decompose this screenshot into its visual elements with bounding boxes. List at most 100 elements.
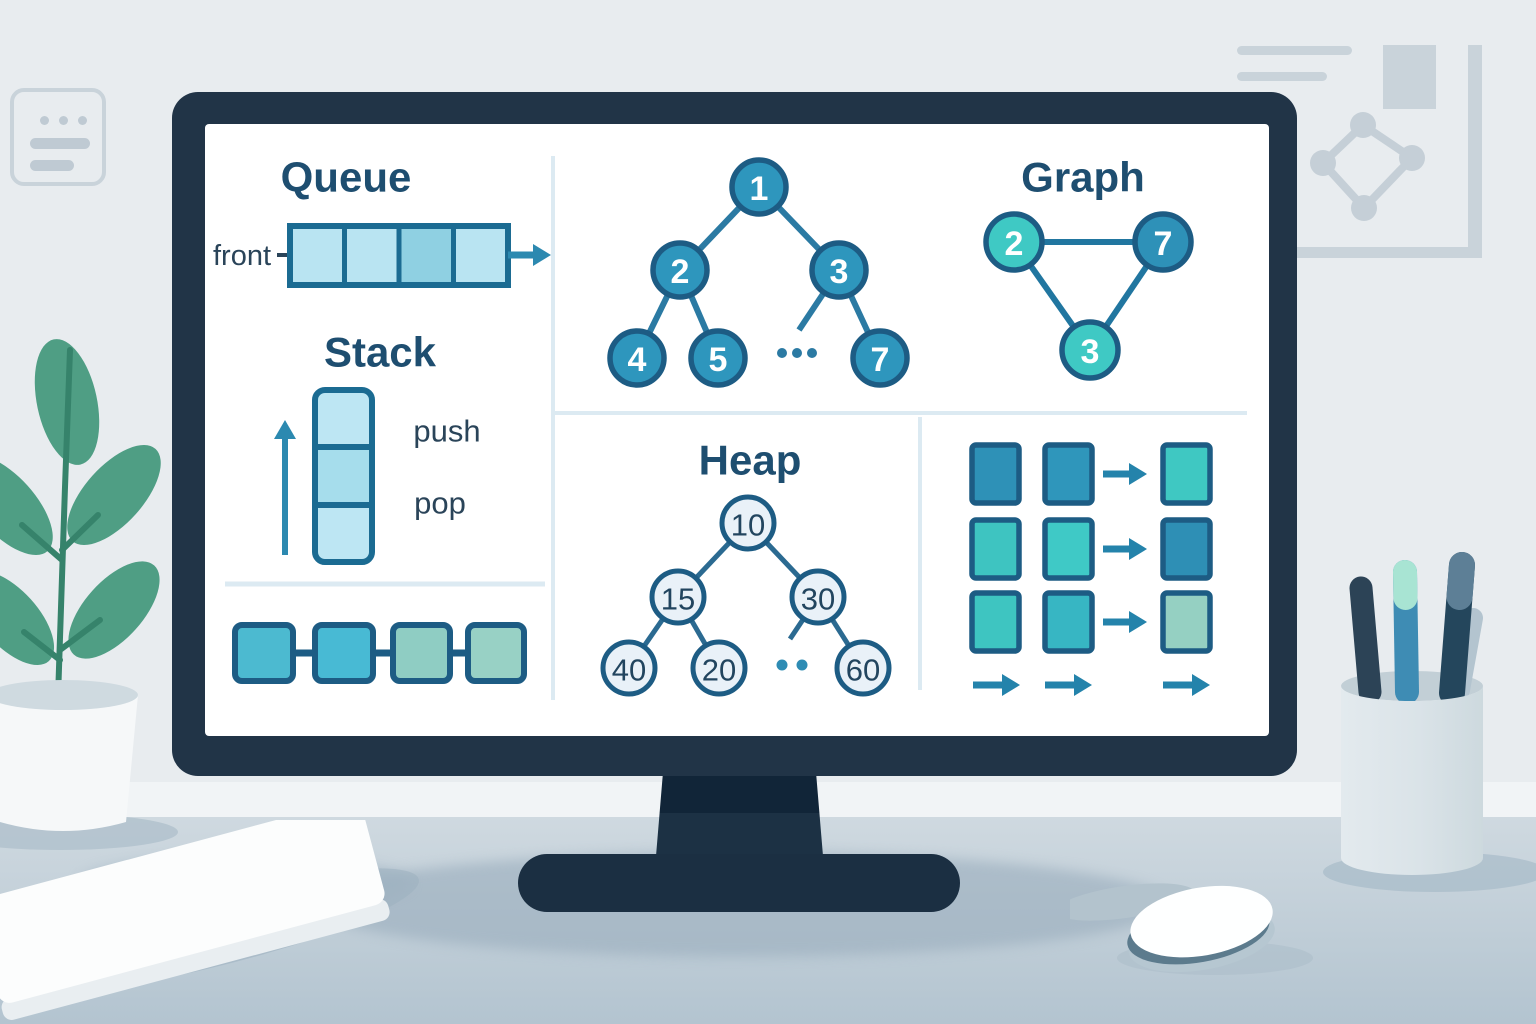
heap-node-label: 15 — [661, 582, 695, 617]
transform-arrows — [973, 463, 1210, 696]
monitor-screen: Queue front — [205, 124, 1269, 736]
screen-diagrams: Queue front — [213, 154, 1247, 700]
grid-cell — [1160, 590, 1213, 654]
graph-node — [983, 211, 1045, 273]
poster-line — [1237, 46, 1352, 55]
stack-push-label: push — [413, 414, 480, 449]
stack-section: Stack push pop — [274, 329, 481, 565]
arrow-right-icon — [1103, 463, 1147, 485]
arrow-right-icon — [973, 674, 1020, 696]
pen-blue-tip — [1393, 560, 1418, 610]
plant-stems — [19, 347, 103, 701]
stack-title: Stack — [324, 329, 437, 376]
heap-title: Heap — [699, 437, 802, 484]
tree-node-label: 1 — [750, 170, 769, 208]
graph-node-label: 7 — [1154, 225, 1173, 263]
plant-leaf — [68, 561, 160, 659]
queue-cell-separators — [342, 226, 456, 285]
graph-title: Graph — [1021, 154, 1145, 201]
linked-list-cells — [232, 622, 527, 684]
note-dot — [78, 116, 87, 125]
tree-node — [729, 157, 789, 217]
heap-node-label: 30 — [801, 582, 835, 617]
heap-node-label: 60 — [846, 653, 880, 688]
grid-cell — [969, 590, 1022, 654]
monitor-stand-base — [518, 854, 960, 912]
tree-node — [607, 328, 667, 388]
sticky-note-icon — [10, 88, 106, 186]
heap-node-label: 40 — [612, 653, 646, 688]
pot-rim — [0, 680, 138, 710]
pen-cup — [1323, 552, 1536, 892]
monitor: Queue front — [172, 92, 1297, 776]
graph-section: Graph 2 7 3 — [983, 154, 1194, 381]
queue-cell-highlight — [399, 226, 454, 285]
heap-nodes — [600, 494, 892, 697]
graph-node-labels: 2 7 3 — [1005, 225, 1173, 371]
heap-node — [690, 639, 748, 697]
note-line — [30, 160, 74, 171]
arrow-right-icon — [1045, 674, 1092, 696]
grid-cell — [1042, 517, 1095, 581]
tree-node — [850, 328, 910, 388]
heap-node — [600, 639, 658, 697]
heap-node — [834, 639, 892, 697]
note-dot — [59, 116, 68, 125]
linked-list-section — [232, 622, 527, 684]
grid-cell — [1042, 590, 1095, 654]
note-dot — [40, 116, 49, 125]
mouse — [1070, 883, 1313, 975]
stack-pop-label: pop — [414, 486, 466, 521]
heap-node-label: 20 — [702, 653, 736, 688]
list-cell — [390, 622, 453, 684]
plant — [0, 339, 178, 850]
tree-node — [809, 240, 869, 300]
tree-node-label: 4 — [628, 341, 647, 379]
cup-body — [1341, 686, 1483, 875]
arrow-right-icon — [1103, 538, 1147, 560]
tree-node-label: 2 — [671, 253, 690, 291]
heap-node-labels: 10 15 30 40 20 60 — [612, 508, 880, 688]
notebook-cover — [0, 820, 385, 1003]
graph-node — [1132, 211, 1194, 273]
tree-ellipsis-dots — [777, 348, 817, 358]
stack-border — [312, 387, 375, 565]
tree-node-label: 3 — [830, 253, 849, 291]
stack-up-arrow-icon — [274, 420, 296, 555]
tree-node-label: 7 — [871, 341, 890, 379]
grid-cell — [1160, 517, 1213, 581]
list-cell — [232, 622, 296, 684]
stack-cell-separators — [315, 444, 372, 508]
grid-cell — [1160, 442, 1213, 506]
heap-node — [649, 568, 707, 626]
graph-node-label: 2 — [1005, 225, 1024, 263]
plant-leaf — [0, 455, 53, 555]
poster-node — [1350, 112, 1376, 138]
grid-cell — [969, 442, 1022, 506]
stack-cell-middle — [315, 447, 372, 505]
grid-cell — [1042, 442, 1095, 506]
transform-grid-section — [969, 442, 1213, 696]
poster-border — [1297, 247, 1482, 258]
heap-ellipsis-dots — [776, 659, 808, 671]
note-line — [30, 138, 90, 149]
list-cell — [312, 622, 376, 684]
poster-node — [1351, 195, 1377, 221]
plant-pot — [0, 695, 138, 831]
monitor-stand-neck — [656, 776, 823, 856]
pen-navy-cap — [1446, 552, 1475, 610]
heap-node — [789, 568, 847, 626]
queue-section: Queue front — [213, 154, 551, 288]
wall-poster — [1237, 45, 1482, 258]
poster-node — [1310, 150, 1336, 176]
heap-node-label: 10 — [731, 508, 765, 543]
mouse-shell — [1130, 885, 1273, 958]
poster-border — [1468, 45, 1482, 257]
section-dividers — [225, 156, 1247, 700]
grid-cell — [969, 517, 1022, 581]
tree-node — [688, 328, 748, 388]
arrow-right-icon — [1103, 611, 1147, 633]
poster-line — [1237, 72, 1327, 81]
graph-node — [1059, 319, 1121, 381]
mouse-body — [1127, 885, 1275, 973]
